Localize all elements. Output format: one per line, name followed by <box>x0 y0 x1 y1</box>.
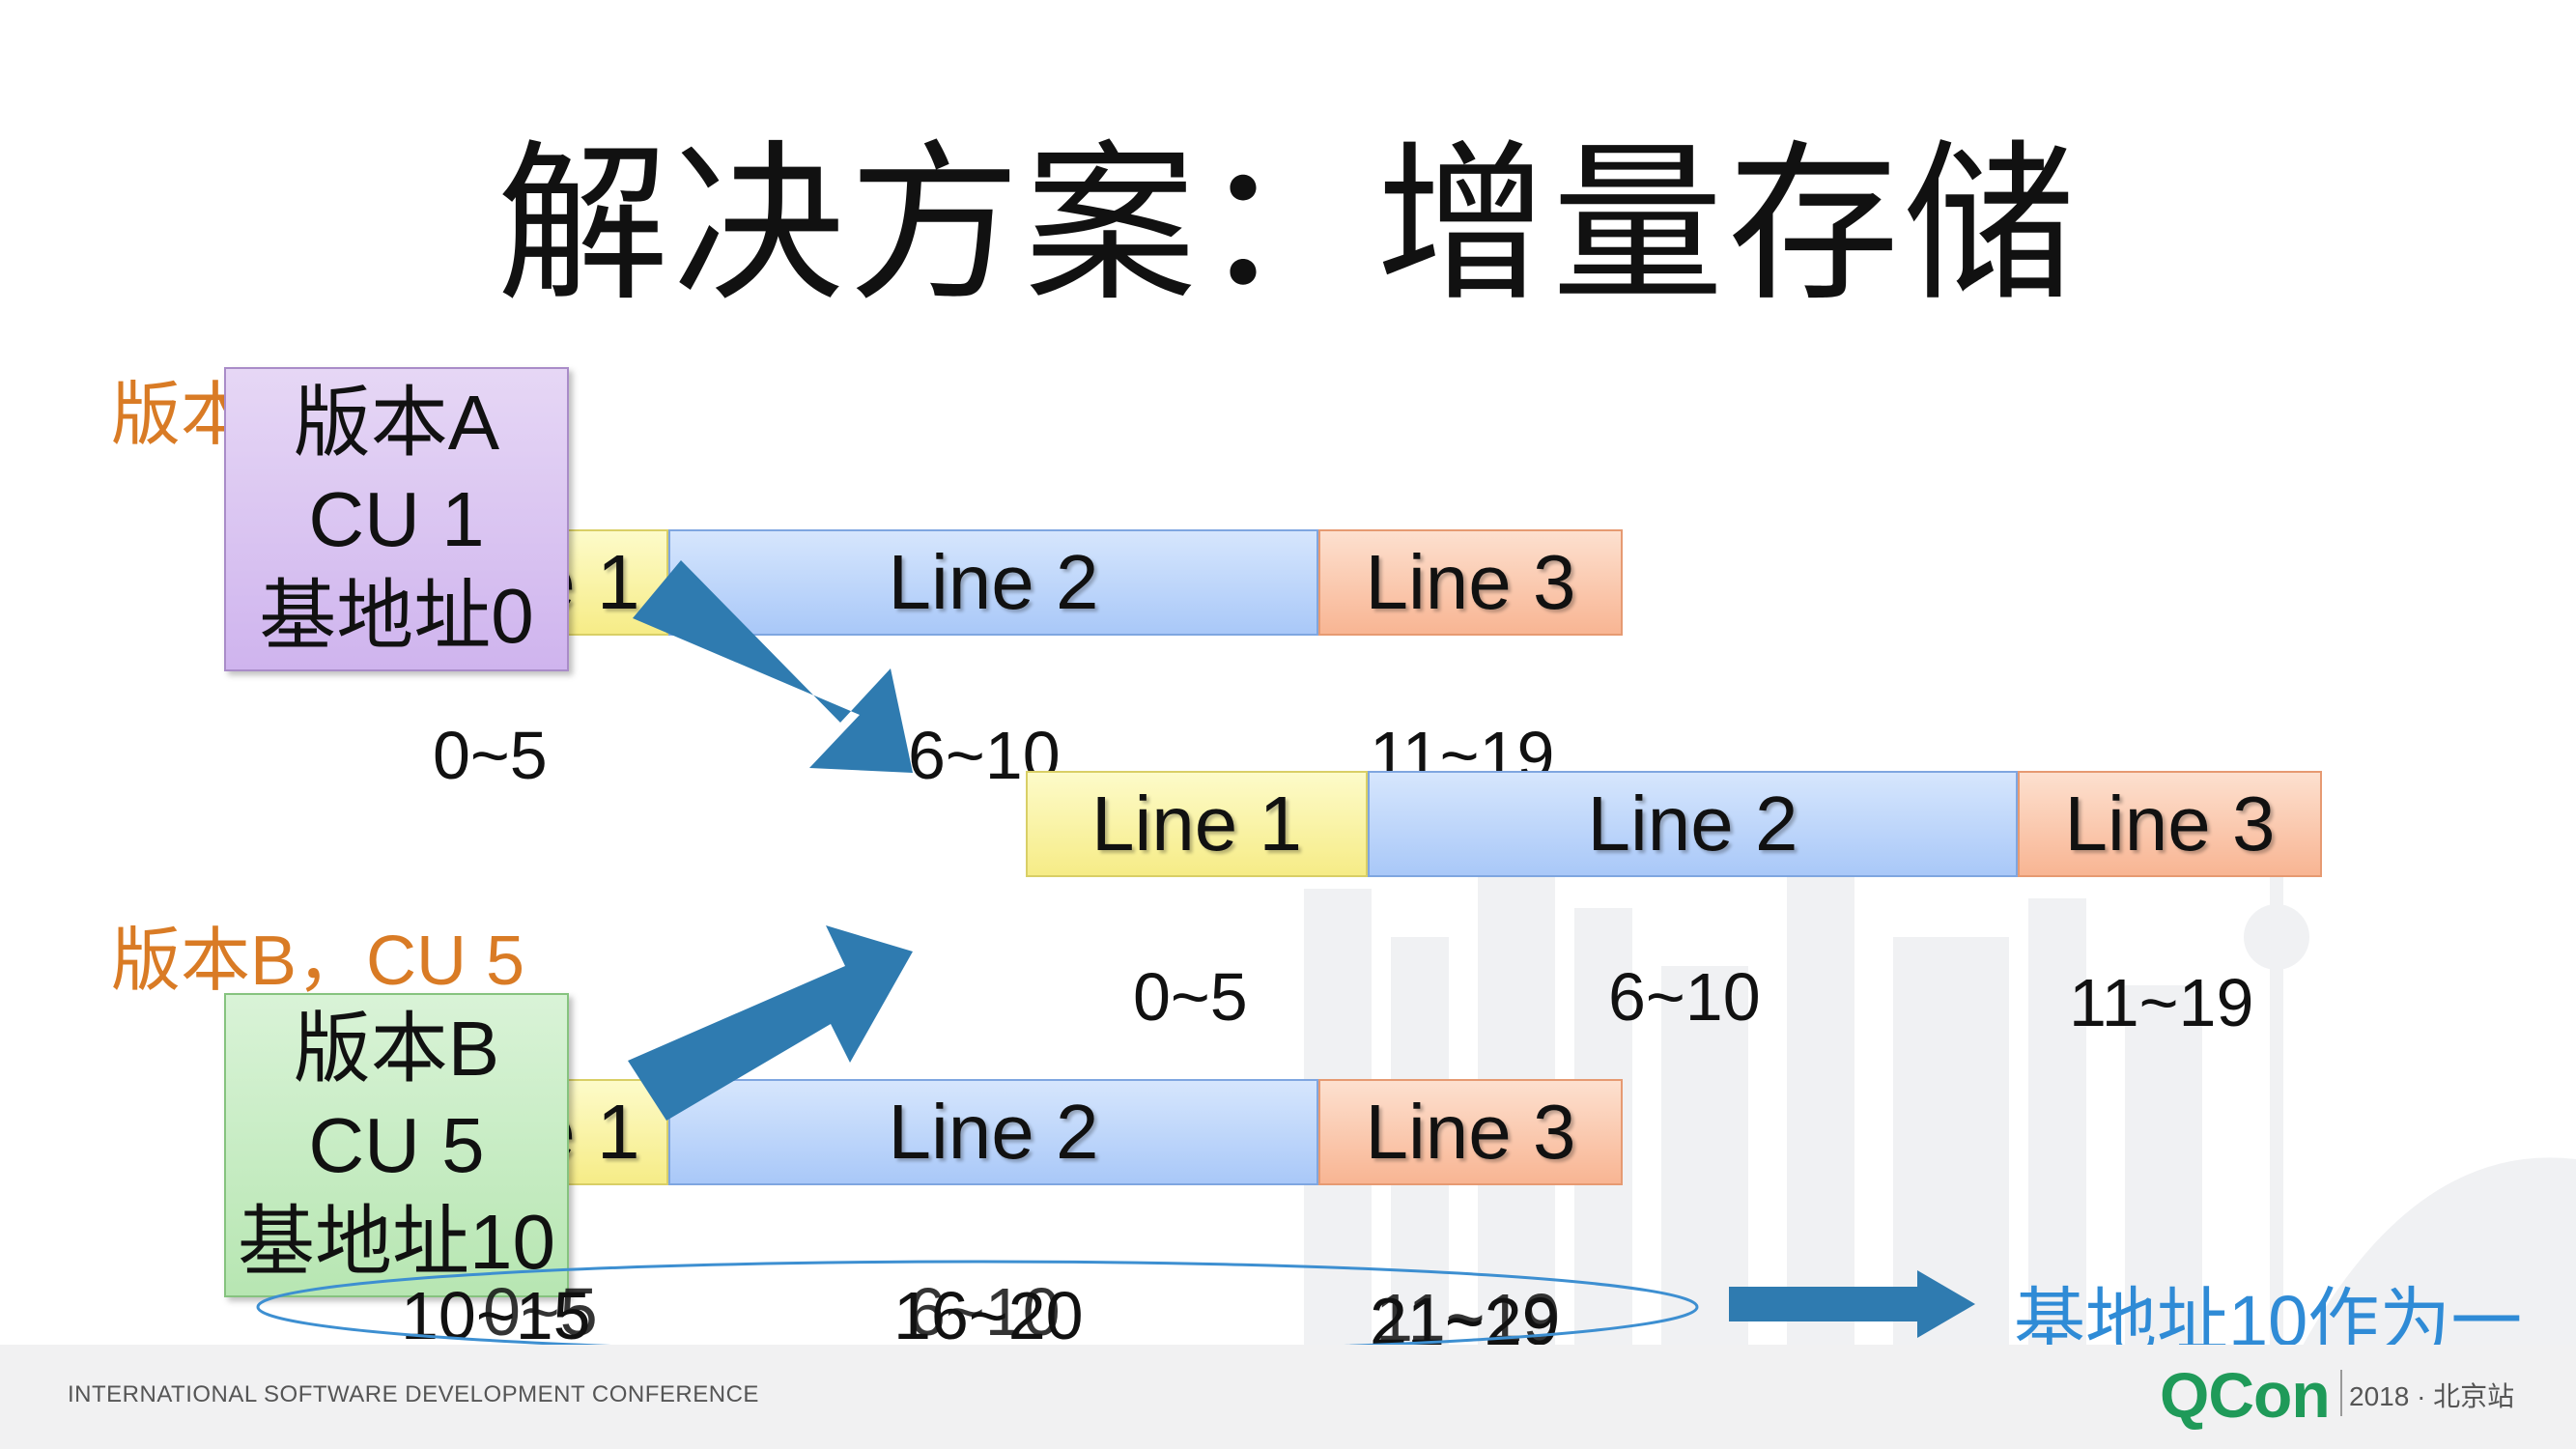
version-a-card-version: 版本A <box>293 380 500 466</box>
shared-range-3: 11~19 <box>2069 965 2254 1040</box>
arrow-to-caption <box>1729 1270 1975 1338</box>
footer-bar <box>0 1345 2576 1449</box>
shared-line-1: Line 1 <box>1026 771 1368 877</box>
shared-line-2: Line 2 <box>1368 771 2018 877</box>
version-b-overlay-range-1: 0~5 <box>483 1274 598 1350</box>
version-b-line-2: Line 2 <box>668 1079 1318 1185</box>
footer-divider <box>2340 1370 2342 1416</box>
version-b-card-base-address: 基地址10 <box>238 1199 555 1285</box>
version-b-overlay-range-2: 6~10 <box>908 1274 1061 1350</box>
shared-line-3: Line 3 <box>2018 771 2322 877</box>
conference-name: INTERNATIONAL SOFTWARE DEVELOPMENT CONFE… <box>68 1381 759 1407</box>
version-b-range-2: 16~20 <box>893 1278 1084 1353</box>
shared-range-1: 0~5 <box>1133 959 1248 1035</box>
slide-title: 解决方案：增量存储 <box>496 128 2080 321</box>
version-b-card-version: 版本B <box>293 1006 500 1092</box>
version-a-card-base-address: 基地址0 <box>259 573 534 659</box>
arrow-a-to-shared <box>633 560 913 773</box>
version-b-line-3: Line 3 <box>1318 1079 1623 1185</box>
event-label: 2018 · 北京站 <box>2349 1381 2515 1411</box>
version-b-card-cu: CU 5 <box>308 1102 485 1188</box>
version-b-card: 版本B CU 5 基地址10 <box>224 993 569 1297</box>
skyline-background <box>1304 821 2576 1352</box>
version-a-card: 版本A CU 1 基地址0 <box>224 367 569 671</box>
version-a-range-1: 0~5 <box>433 718 548 793</box>
version-a-line-2: Line 2 <box>668 529 1318 636</box>
qcon-logo: QCon <box>2160 1359 2331 1431</box>
shared-range-2: 6~10 <box>1608 959 1761 1035</box>
version-b-label: 版本B，CU 5 <box>111 923 525 1000</box>
arrow-b-to-shared <box>628 925 913 1121</box>
version-a-line-3: Line 3 <box>1318 529 1623 636</box>
version-a-card-cu: CU 1 <box>308 476 485 562</box>
range-oval <box>256 1260 1699 1354</box>
